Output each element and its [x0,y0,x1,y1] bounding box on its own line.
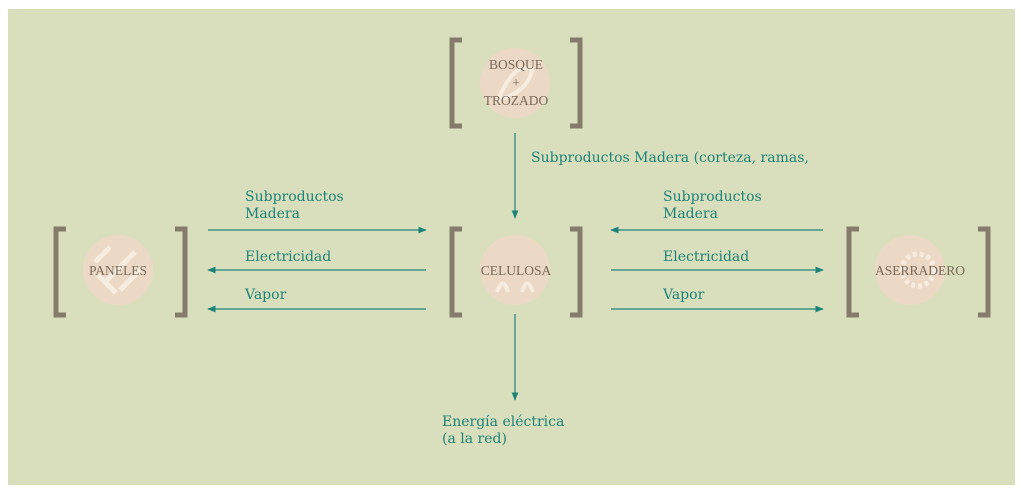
saw-blade-icon-inner [899,251,937,289]
flow-label-left-subproductos-1: Subproductos [245,189,344,205]
flow-label-right-subproductos-1: Subproductos [663,189,762,205]
flow-label-left-subproductos-2: Madera [245,206,300,222]
bracket-aserradero [846,226,991,318]
flow-label-bosque-to-celulosa: Subproductos Madera (corteza, ramas, [531,150,809,166]
node-bosque-line1: BOSQUE [488,57,543,72]
node-paneles: PANELES [88,263,147,278]
bracket-bosque [449,37,583,129]
saw-blade-icon [875,235,945,305]
panels-icon-detail [93,245,144,295]
pulp-icon-detail [495,281,535,293]
bracket-celulosa [449,226,583,318]
node-celulosa: CELULOSA [480,263,552,278]
leaf-icon-detail [494,66,535,103]
bracket-paneles [53,226,188,318]
flow-label-left-electricidad: Electricidad [245,249,332,265]
flow-label-energia-1: Energía eléctrica [442,414,565,430]
node-bosque-plus: + [512,75,520,90]
flow-label-left-vapor: Vapor [245,287,287,303]
flow-label-right-subproductos-2: Madera [663,206,718,222]
node-bosque-line2: TROZADO [483,93,549,108]
flow-label-right-vapor: Vapor [663,287,705,303]
flow-label-energia-2: (a la red) [442,431,507,447]
node-aserradero: ASERRADERO [874,263,965,278]
flow-label-right-electricidad: Electricidad [663,249,750,265]
